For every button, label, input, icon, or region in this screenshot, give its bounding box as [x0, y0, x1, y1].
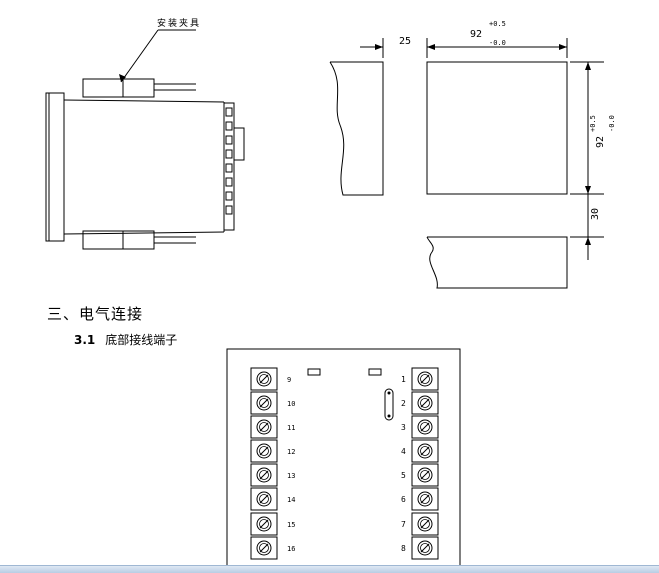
- terminal-screw-icon: [250, 512, 278, 536]
- terminal-screw-icon: [411, 463, 439, 487]
- terminal-number-label: 9: [287, 376, 291, 384]
- terminal-number-label: 11: [287, 424, 295, 432]
- terminal-number-label: 15: [287, 521, 295, 529]
- terminal-number-label: 8: [401, 544, 406, 553]
- terminal-number-label: 1: [401, 375, 406, 384]
- subsection-title: 底部接线端子: [105, 333, 178, 347]
- window-bottom-bar: [0, 565, 659, 573]
- clamp-label: 安装夹具: [157, 17, 201, 29]
- terminal-number-label: 2: [401, 399, 406, 408]
- terminal-screw-icon: [250, 415, 278, 439]
- dim-width-label: 92: [470, 29, 482, 40]
- dim-spacing-label: 30: [590, 208, 601, 220]
- section-heading: 三、电气连接: [47, 305, 144, 323]
- terminal-screw-icon: [250, 463, 278, 487]
- terminal-screw-icon: [250, 367, 278, 391]
- terminal-number-label: 14: [287, 496, 295, 504]
- terminal-number-label: 6: [401, 495, 406, 504]
- terminal-screw-icon: [250, 391, 278, 415]
- terminal-number-label: 5: [401, 471, 406, 480]
- dim-height-label: 92: [595, 136, 606, 148]
- terminal-number-label: 13: [287, 472, 295, 480]
- dim-width-tol-upper: +0.5: [489, 20, 506, 28]
- terminal-screw-icon: [411, 367, 439, 391]
- subsection-number: 3.1: [74, 333, 96, 347]
- leader-arrow-icon: [119, 74, 126, 82]
- dimension-arrows: [375, 44, 591, 245]
- terminal-number-label: 16: [287, 545, 295, 553]
- terminal-screw-icon: [250, 439, 278, 463]
- terminal-number-label: 7: [401, 520, 406, 529]
- terminal-screw-icon: [411, 439, 439, 463]
- terminal-screw-icon: [411, 415, 439, 439]
- dim-height-tol-upper: +0.5: [589, 115, 597, 132]
- dim-gap-label: 25: [399, 36, 411, 47]
- terminal-number-label: 12: [287, 448, 295, 456]
- panel-cutout-view: [329, 38, 604, 289]
- terminal-screw-icon: [411, 512, 439, 536]
- terminal-number-label: 4: [401, 447, 406, 456]
- terminal-screw-icon: [411, 487, 439, 511]
- dim-width-tol-lower: -0.0: [489, 39, 506, 47]
- subsection-heading: 3.1 底部接线端子: [74, 331, 177, 348]
- terminal-number-label: 10: [287, 400, 295, 408]
- terminal-screw-icon: [250, 487, 278, 511]
- dim-height-tol-lower: -0.0: [608, 115, 616, 132]
- terminal-screw-icon: [250, 536, 278, 560]
- instrument-side-view: [45, 29, 245, 250]
- terminal-screw-icon: [411, 536, 439, 560]
- terminal-screw-icon: [411, 391, 439, 415]
- terminal-number-label: 3: [401, 423, 406, 432]
